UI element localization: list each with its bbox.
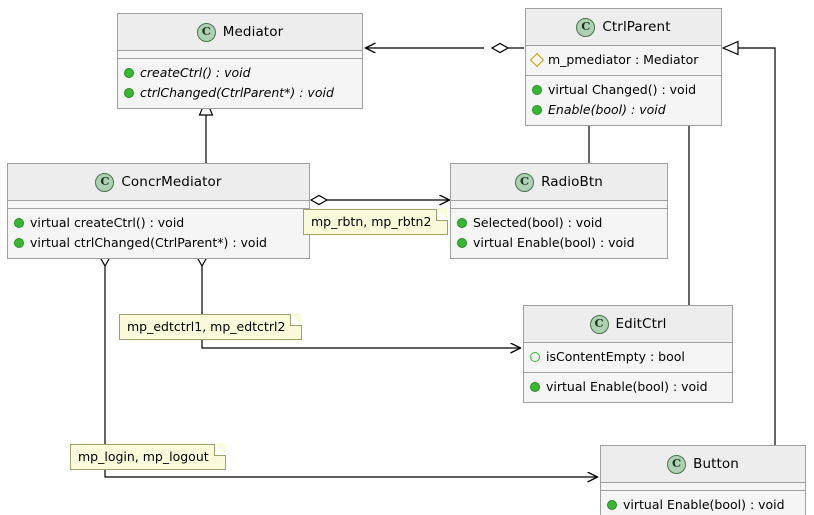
class-methods-compartment: virtual Enable(bool) : void bbox=[601, 491, 805, 515]
class-fields-compartment-empty bbox=[451, 201, 667, 209]
member-label: m_pmediator : Mediator bbox=[548, 51, 699, 67]
class-member: virtual Enable(bool) : void bbox=[530, 377, 726, 397]
member-label: virtual Enable(bool) : void bbox=[473, 234, 635, 250]
public-visibility-icon bbox=[530, 382, 540, 392]
protected-visibility-icon bbox=[530, 352, 540, 362]
class-member: virtual createCtrl() : void bbox=[14, 213, 303, 233]
class-member: virtual Enable(bool) : void bbox=[457, 233, 661, 253]
edge-button-to-ctrlparent bbox=[721, 40, 776, 445]
class-name-label: RadioBtn bbox=[541, 174, 603, 190]
public-visibility-icon bbox=[14, 218, 24, 228]
class-member: virtual ctrlChanged(CtrlParent*) : void bbox=[14, 233, 303, 253]
note-mp-rbtn[interactable]: mp_rbtn, mp_rbtn2 bbox=[303, 208, 449, 235]
member-label: virtual ctrlChanged(CtrlParent*) : void bbox=[30, 234, 267, 250]
class-member: virtual Enable(bool) : void bbox=[607, 495, 799, 515]
public-visibility-icon bbox=[124, 88, 134, 98]
class-header-radiobtn: C RadioBtn bbox=[451, 164, 667, 201]
class-fields-compartment: m_pmediator : Mediator bbox=[526, 46, 721, 76]
note-label: mp_edtctrl1, mp_edtctrl2 bbox=[127, 319, 286, 334]
public-visibility-icon bbox=[532, 105, 542, 115]
member-label: virtual Enable(bool) : void bbox=[546, 378, 708, 394]
class-member: Selected(bool) : void bbox=[457, 213, 661, 233]
public-visibility-icon bbox=[607, 500, 617, 510]
class-box-radiobtn[interactable]: C RadioBtn Selected(bool) : void virtual… bbox=[450, 163, 668, 259]
public-visibility-icon bbox=[457, 238, 467, 248]
member-label: virtual Enable(bool) : void bbox=[623, 496, 785, 512]
class-name-label: Button bbox=[693, 456, 739, 472]
note-fold-corner-icon bbox=[436, 208, 449, 221]
member-label: Selected(bool) : void bbox=[473, 214, 603, 230]
class-fields-compartment-empty bbox=[118, 51, 362, 59]
class-methods-compartment: virtual Enable(bool) : void bbox=[524, 373, 732, 402]
public-visibility-icon bbox=[14, 238, 24, 248]
note-mp-edtctrl[interactable]: mp_edtctrl1, mp_edtctrl2 bbox=[119, 313, 303, 340]
class-methods-compartment: createCtrl() : void ctrlChanged(CtrlPare… bbox=[118, 59, 362, 108]
class-badge-icon: C bbox=[515, 172, 535, 192]
class-methods-compartment: Selected(bool) : void virtual Enable(boo… bbox=[451, 209, 667, 258]
class-badge-icon: C bbox=[589, 314, 609, 334]
note-fold-corner-icon bbox=[290, 313, 303, 326]
class-box-editctrl[interactable]: C EditCtrl isContentEmpty : bool virtual… bbox=[523, 305, 733, 403]
class-badge-icon: C bbox=[667, 454, 687, 474]
member-label: virtual Changed() : void bbox=[548, 81, 697, 97]
note-mp-login[interactable]: mp_login, mp_logout bbox=[70, 443, 226, 470]
member-label: virtual createCtrl() : void bbox=[30, 214, 185, 230]
class-member: Enable(bool) : void bbox=[532, 100, 715, 120]
class-member: createCtrl() : void bbox=[124, 63, 356, 83]
class-header-ctrlparent: C CtrlParent bbox=[526, 9, 721, 46]
member-label: createCtrl() : void bbox=[140, 64, 251, 80]
public-visibility-icon bbox=[124, 68, 134, 78]
class-member: m_pmediator : Mediator bbox=[529, 50, 715, 70]
member-label: Enable(bool) : void bbox=[548, 101, 666, 117]
class-header-concrmediator: C ConcrMediator bbox=[8, 164, 309, 201]
public-visibility-icon bbox=[457, 218, 467, 228]
class-header-mediator: C Mediator bbox=[118, 14, 362, 51]
note-fold-corner-icon bbox=[213, 443, 226, 456]
edge-concrmediator-to-radiobtn bbox=[309, 194, 449, 205]
class-member: isContentEmpty : bool bbox=[530, 347, 726, 367]
class-box-mediator[interactable]: C Mediator createCtrl() : void ctrlChang… bbox=[117, 13, 363, 109]
private-visibility-icon bbox=[529, 52, 545, 68]
class-name-label: CtrlParent bbox=[602, 19, 671, 35]
class-header-editctrl: C EditCtrl bbox=[524, 306, 732, 343]
class-badge-icon: C bbox=[196, 22, 216, 42]
class-methods-compartment: virtual createCtrl() : void virtual ctrl… bbox=[8, 209, 309, 258]
class-name-label: EditCtrl bbox=[615, 316, 667, 332]
public-visibility-icon bbox=[532, 85, 542, 95]
class-fields-compartment: isContentEmpty : bool bbox=[524, 343, 732, 373]
class-methods-compartment: virtual Changed() : void Enable(bool) : … bbox=[526, 76, 721, 125]
member-label: isContentEmpty : bool bbox=[546, 348, 685, 364]
edge-editctrl-to-ctrlparent bbox=[681, 103, 697, 305]
class-fields-compartment-empty bbox=[8, 201, 309, 209]
class-header-button: C Button bbox=[601, 446, 805, 483]
class-box-concrmediator[interactable]: C ConcrMediator virtual createCtrl() : v… bbox=[7, 163, 310, 259]
note-label: mp_login, mp_logout bbox=[78, 449, 209, 464]
edge-ctrlparent-to-mediator bbox=[366, 44, 524, 54]
edge-concrmediator-to-mediator bbox=[198, 98, 214, 163]
class-box-button[interactable]: C Button virtual Enable(bool) : void bbox=[600, 445, 806, 515]
class-name-label: ConcrMediator bbox=[121, 174, 222, 190]
member-label: ctrlChanged(CtrlParent*) : void bbox=[140, 84, 334, 100]
class-member: ctrlChanged(CtrlParent*) : void bbox=[124, 83, 356, 103]
class-fields-compartment-empty bbox=[601, 483, 805, 491]
class-badge-icon: C bbox=[95, 172, 115, 192]
note-label: mp_rbtn, mp_rbtn2 bbox=[311, 214, 432, 229]
class-member: virtual Changed() : void bbox=[532, 80, 715, 100]
class-box-ctrlparent[interactable]: C CtrlParent m_pmediator : Mediator virt… bbox=[525, 8, 722, 126]
class-name-label: Mediator bbox=[222, 24, 284, 40]
class-badge-icon: C bbox=[576, 17, 596, 37]
